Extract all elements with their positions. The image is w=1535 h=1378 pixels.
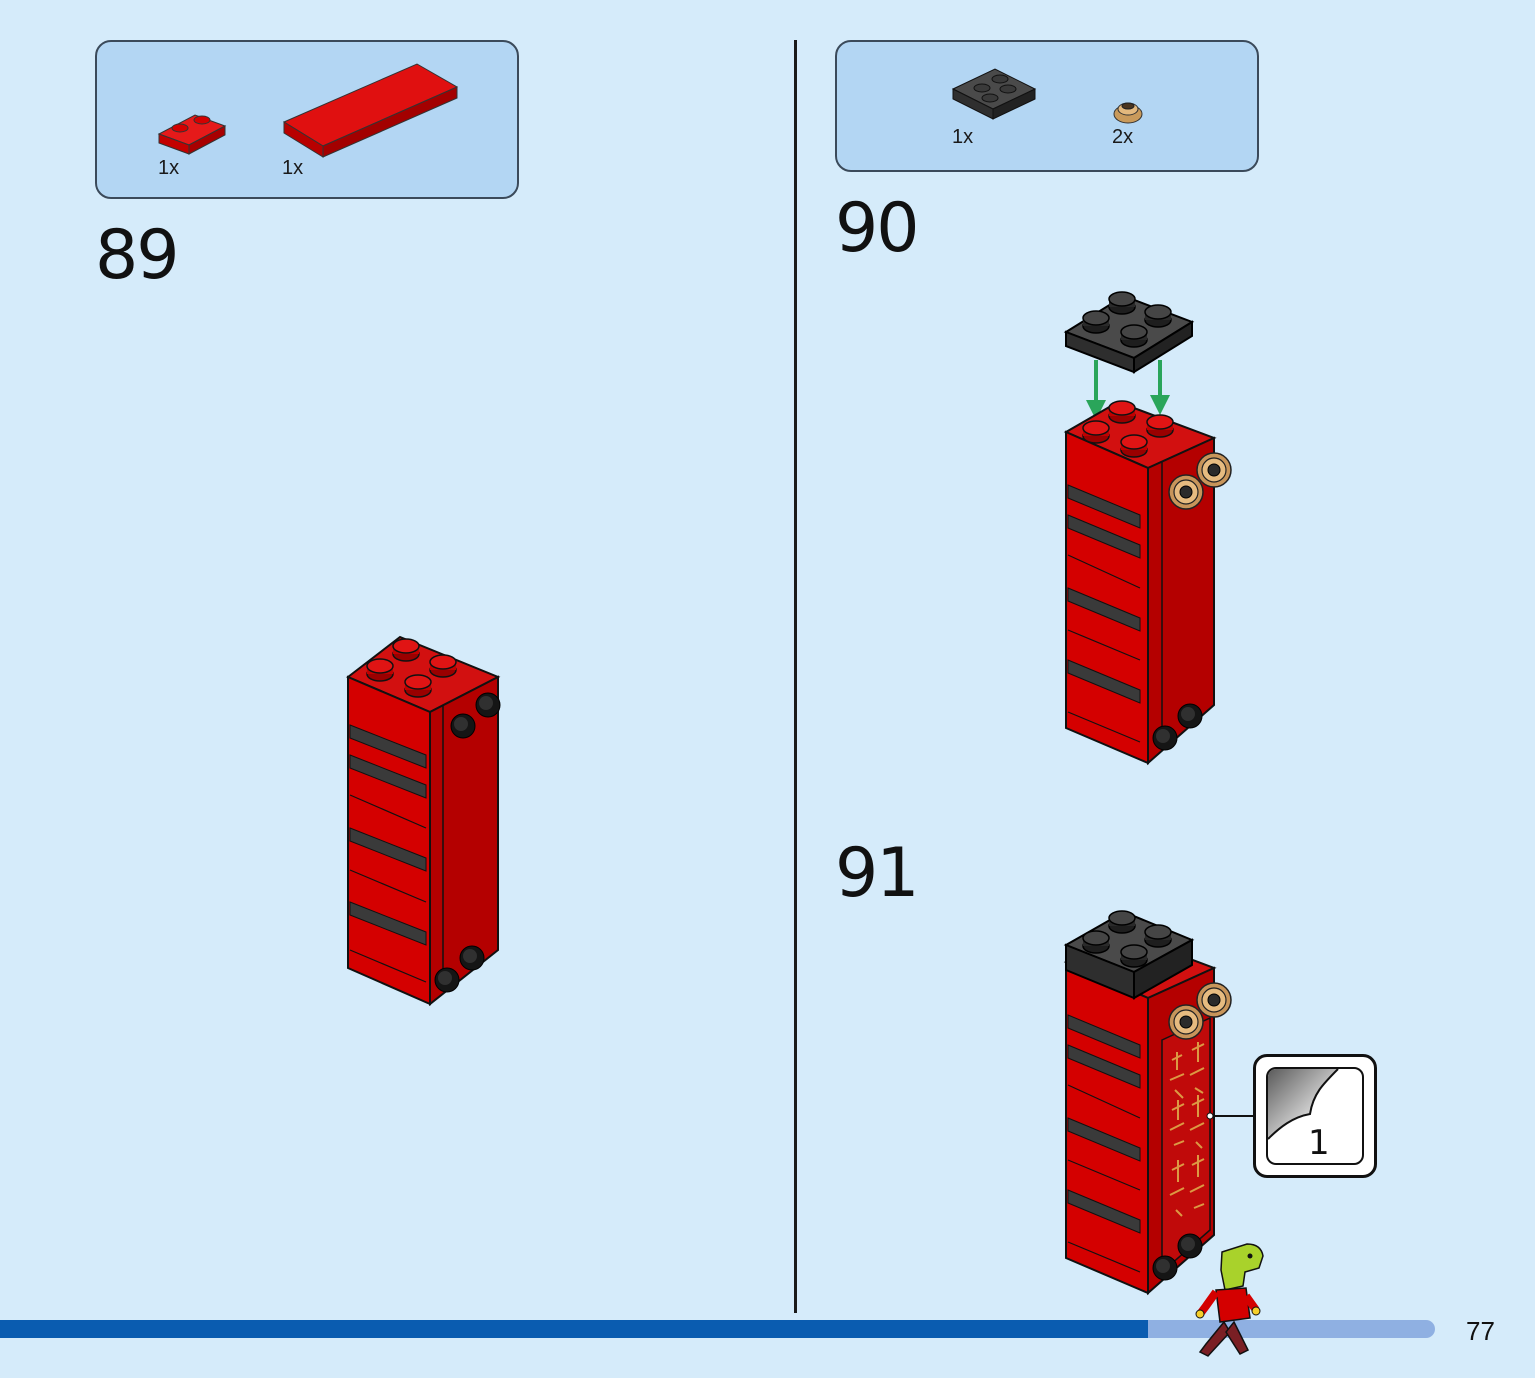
part-quantity: 1x	[952, 126, 974, 148]
part-quantity: 1x	[158, 157, 180, 179]
progress-bar	[0, 1320, 1435, 1338]
progress-bar-fill	[0, 1320, 1148, 1338]
page-number: 77	[1466, 1316, 1495, 1346]
part-quantity: 1x	[282, 157, 304, 179]
dark-gray-plate-2x2-icon	[951, 68, 1037, 120]
step-89-parts-illustration	[157, 63, 459, 158]
step-89-model	[346, 635, 501, 1007]
sticker-gold-characters	[1169, 1042, 1205, 1217]
step-number: 90	[835, 189, 920, 268]
page-divider	[794, 40, 797, 1313]
dark-gray-plate-falling	[1063, 291, 1195, 374]
red-plate-1x2-icon	[157, 114, 227, 155]
part-quantity: 2x	[1112, 126, 1134, 148]
step-number: 91	[835, 834, 920, 913]
step-90-parts-box	[835, 40, 1259, 172]
sticker-callout: 1	[1253, 1054, 1377, 1178]
sticker-sheet-icon: 1	[1266, 1067, 1364, 1165]
step-89-parts-box	[95, 40, 519, 199]
sticker-number: 1	[1308, 1123, 1330, 1163]
step-number: 89	[95, 216, 180, 295]
step-90-model	[1063, 291, 1232, 766]
green-arrow-icon	[1086, 360, 1170, 420]
step-90-parts-illustration	[951, 68, 1143, 124]
red-tile-2x6-icon	[282, 63, 459, 158]
step-91-model	[1063, 910, 1255, 1296]
pearl-gold-round-plate-icon	[1113, 102, 1143, 124]
peel-corner-icon	[1268, 1069, 1339, 1140]
